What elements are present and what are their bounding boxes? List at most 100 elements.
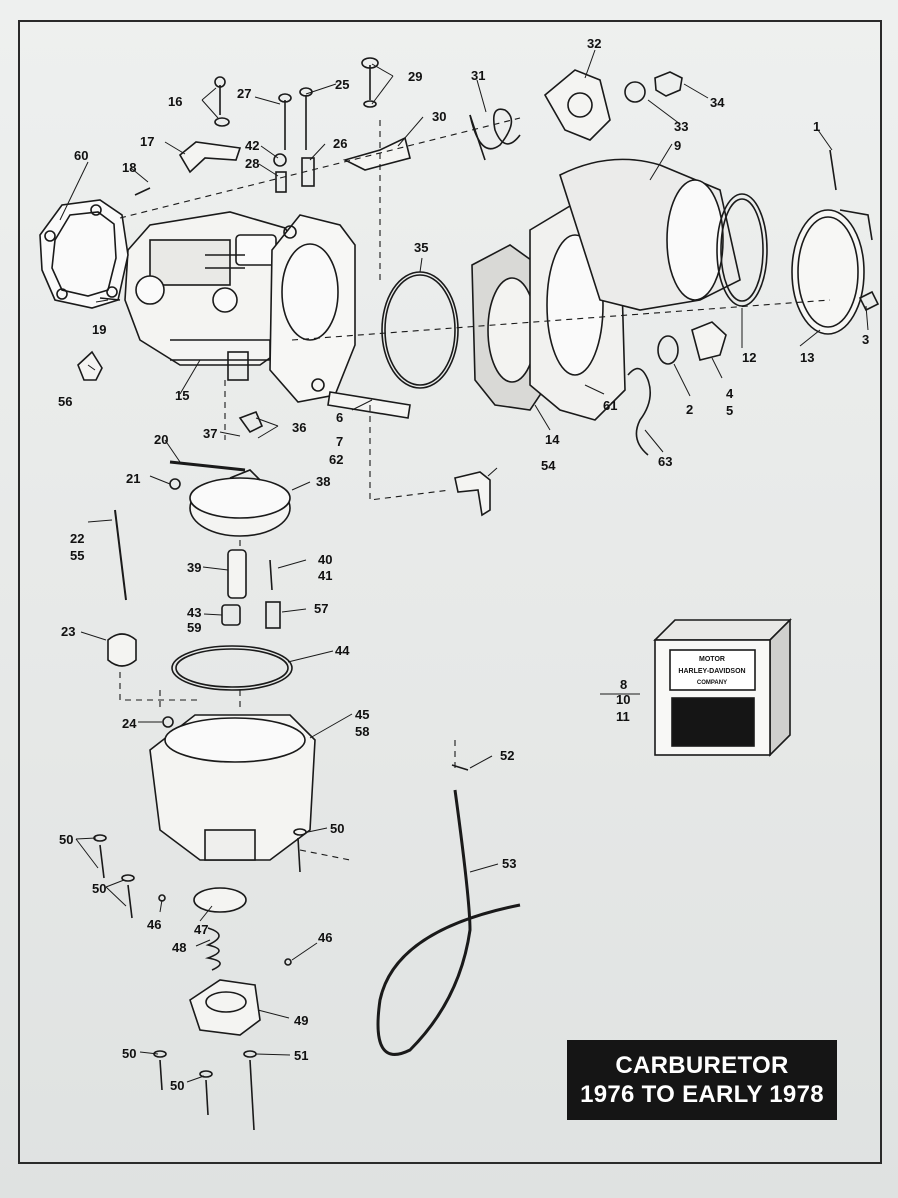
callout-5: 5 — [726, 403, 733, 418]
accelerator-pump-parts — [107, 410, 291, 667]
callout-42: 42 — [245, 138, 259, 153]
callout-51: 51 — [294, 1048, 308, 1063]
callout-12: 12 — [742, 350, 756, 365]
callout-11: 11 — [616, 709, 630, 724]
bowl-hardware — [93, 828, 307, 971]
callout-55: 55 — [70, 548, 84, 563]
callout-60: 60 — [74, 148, 88, 163]
callout-48: 48 — [172, 940, 186, 955]
callout-61: 61 — [603, 398, 617, 413]
throttle-spring-31 — [469, 108, 521, 161]
callout-44: 44 — [335, 643, 350, 658]
o-ring-44 — [171, 645, 293, 691]
callout-21: 21 — [126, 471, 140, 486]
callout-47: 47 — [194, 922, 208, 937]
page-frame — [18, 20, 882, 1164]
washer-2 — [657, 335, 679, 365]
callout-26: 26 — [333, 136, 347, 151]
callout-57: 57 — [314, 601, 328, 616]
callout-49: 49 — [294, 1013, 308, 1028]
throttle-lever-32 — [543, 69, 611, 141]
callout-22: 22 — [70, 531, 84, 546]
callout-46-b: 46 — [318, 930, 332, 945]
callout-33: 33 — [674, 119, 688, 134]
overflow-hose-53 — [376, 789, 521, 1056]
callout-46-a: 46 — [147, 917, 161, 932]
callout-16: 16 — [168, 94, 182, 109]
callout-37: 37 — [203, 426, 217, 441]
callout-19: 19 — [92, 322, 106, 337]
callout-18: 18 — [122, 160, 136, 175]
callout-31: 31 — [471, 68, 485, 83]
callout-17: 17 — [140, 134, 154, 149]
bolt-1 — [829, 149, 837, 191]
callout-32: 32 — [587, 36, 601, 51]
callout-43: 43 — [187, 605, 201, 620]
callout-labels: 1 2 3 4 5 6 7 62 8 10 11 9 12 13 14 15 1… — [58, 36, 869, 1093]
nut-4 — [691, 321, 727, 361]
callout-50-a: 50 — [59, 832, 73, 847]
callout-54: 54 — [541, 458, 556, 473]
callout-14: 14 — [545, 432, 560, 447]
hose-clamp-13 — [791, 209, 873, 335]
callout-38: 38 — [316, 474, 330, 489]
callout-4: 4 — [726, 386, 734, 401]
callout-53: 53 — [502, 856, 516, 871]
callout-63: 63 — [658, 454, 672, 469]
callout-8: 8 — [620, 677, 627, 692]
o-ring-35 — [381, 271, 459, 389]
callout-28: 28 — [245, 156, 259, 171]
callout-45: 45 — [355, 707, 369, 722]
leader-lines — [59, 49, 869, 1083]
callout-39: 39 — [187, 560, 201, 575]
assembly-lines — [119, 117, 831, 861]
washer-33 — [624, 81, 646, 103]
callout-24: 24 — [122, 716, 137, 731]
callout-50-c: 50 — [330, 821, 344, 836]
fitting-54 — [454, 471, 491, 517]
accelerator-pump-housing — [153, 979, 261, 1131]
callout-13: 13 — [800, 350, 814, 365]
callout-58: 58 — [355, 724, 369, 739]
title-line-1: CARBURETOR — [615, 1052, 789, 1079]
callout-25: 25 — [335, 77, 349, 92]
air-cleaner-gasket — [39, 199, 129, 309]
svg-text:COMPANY: COMPANY — [697, 680, 727, 686]
nut-34 — [654, 71, 683, 97]
diagram-title-box: CARBURETOR 1976 TO EARLY 1978 — [567, 1040, 837, 1120]
callout-2: 2 — [686, 402, 693, 417]
callout-36: 36 — [292, 420, 306, 435]
callout-62: 62 — [329, 452, 343, 467]
svg-text:MOTOR: MOTOR — [699, 656, 725, 663]
callout-9: 9 — [674, 138, 681, 153]
callout-41: 41 — [318, 568, 332, 583]
clamp-52 — [451, 764, 469, 771]
callout-1: 1 — [813, 119, 820, 134]
callout-15: 15 — [175, 388, 189, 403]
o-ring-35-inner — [384, 274, 456, 386]
harley-davidson-logo: MOTOR HARLEY-DAVIDSON COMPANY — [678, 656, 745, 686]
gasket-kit-box — [653, 618, 792, 757]
callout-27: 27 — [237, 86, 251, 101]
stud-6 — [327, 391, 411, 419]
callout-50-e: 50 — [170, 1078, 184, 1093]
svg-text:HARLEY-DAVIDSON: HARLEY-DAVIDSON — [678, 668, 745, 675]
spring-63 — [627, 367, 651, 456]
callout-10: 10 — [616, 692, 630, 707]
nut-3 — [858, 290, 880, 312]
intake-manifold — [529, 158, 741, 421]
callout-3: 3 — [862, 332, 869, 347]
callout-30: 30 — [432, 109, 446, 124]
title-line-2: 1976 TO EARLY 1978 — [580, 1081, 824, 1108]
callout-56: 56 — [58, 394, 72, 409]
callout-7: 7 — [336, 434, 343, 449]
callout-52: 52 — [500, 748, 514, 763]
carburetor-flange — [269, 214, 356, 403]
callout-50-d: 50 — [122, 1046, 136, 1061]
callout-6: 6 — [336, 410, 343, 425]
carburetor-body — [124, 211, 301, 381]
callout-20: 20 — [154, 432, 168, 447]
callout-59: 59 — [187, 620, 201, 635]
callout-40: 40 — [318, 552, 332, 567]
